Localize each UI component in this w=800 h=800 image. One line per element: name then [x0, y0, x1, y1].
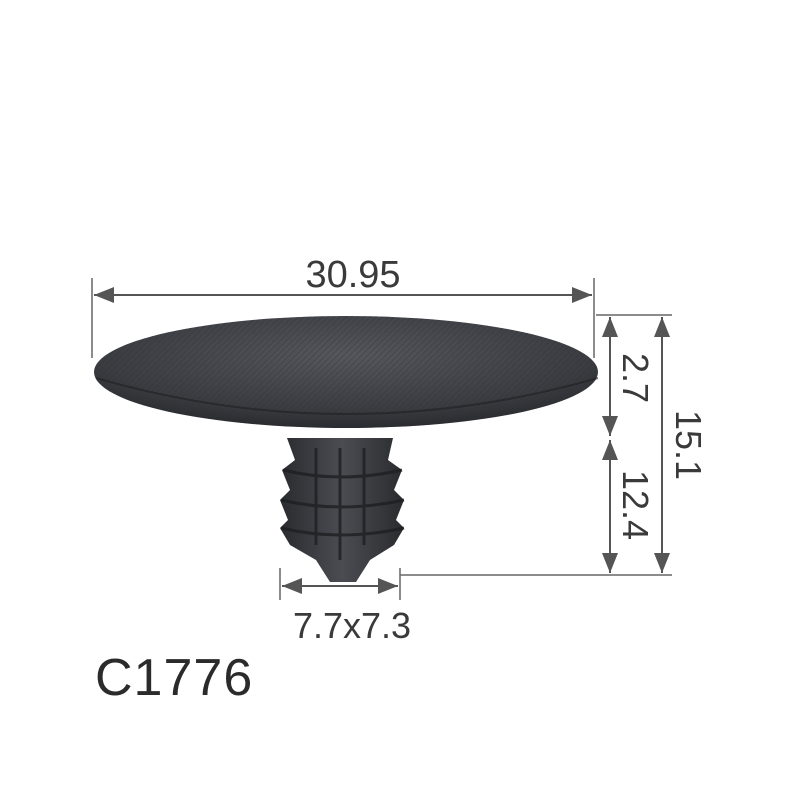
- height-dimensions: 2.7 12.4 15.1: [400, 314, 709, 576]
- head-diameter-dimension: 30.95: [91, 254, 595, 358]
- clip-stem: [280, 438, 405, 582]
- total-height-label: 15.1: [668, 410, 709, 480]
- stem-size-dimension: 7.7x7.3: [279, 568, 411, 646]
- clip-head: [94, 316, 599, 428]
- part-code: C1776: [95, 649, 254, 707]
- stem-size-label: 7.7x7.3: [293, 605, 411, 646]
- head-diameter-label: 30.95: [305, 254, 400, 296]
- head-thickness-label: 2.7: [615, 353, 656, 403]
- stem-length-label: 12.4: [615, 470, 656, 540]
